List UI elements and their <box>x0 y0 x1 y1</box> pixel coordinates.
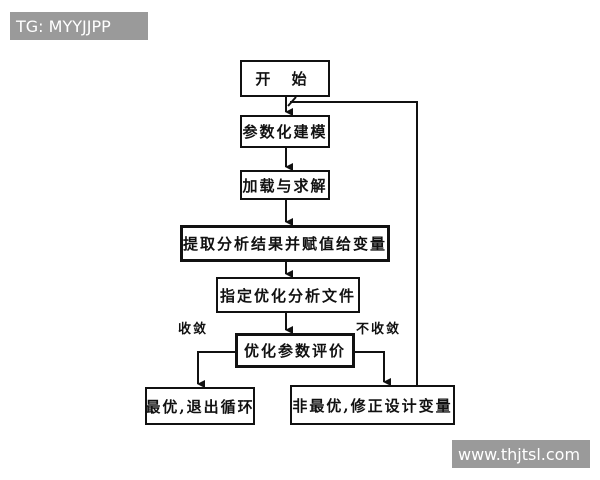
feedback-loop <box>290 101 418 385</box>
evaluate-box: 优化参数评价 <box>235 333 355 368</box>
watermark-bottom-right: www.thjtsl.com <box>452 440 590 468</box>
watermark-top-left: TG: MYYJJPP <box>10 12 148 40</box>
start-box: 开 始 <box>240 60 330 97</box>
specify-file-box: 指定优化分析文件 <box>216 277 360 313</box>
optimal-exit-box: 最优,退出循环 <box>145 387 255 425</box>
load-solve-box: 加载与求解 <box>240 170 330 200</box>
arrow-converged <box>197 351 235 388</box>
arrow-not-converged <box>355 351 391 386</box>
param-model-box: 参数化建模 <box>240 115 330 148</box>
extract-results-box: 提取分析结果并赋值给变量 <box>180 225 390 262</box>
converged-label: 收敛 <box>178 322 209 337</box>
not-optimal-box: 非最优,修正设计变量 <box>290 385 455 425</box>
not-converged-label: 不收敛 <box>356 322 402 337</box>
